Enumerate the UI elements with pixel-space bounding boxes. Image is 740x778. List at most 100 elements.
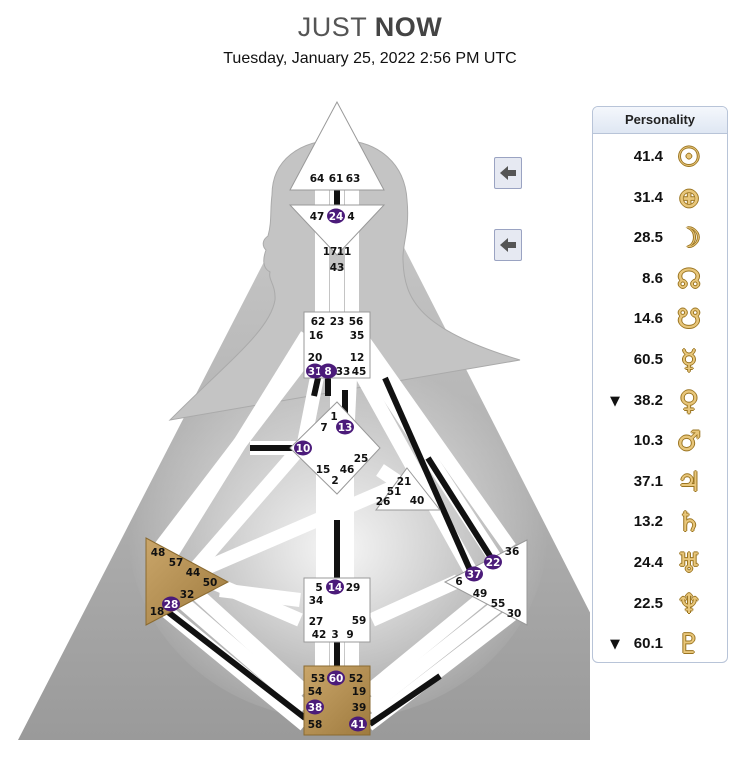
gate: 48 xyxy=(151,547,166,559)
gate-number: 63 xyxy=(346,173,361,185)
gate-highlight xyxy=(336,419,354,435)
gate-number: 20 xyxy=(308,352,323,364)
personality-row: 37.1♃ xyxy=(593,466,727,502)
gate: 9 xyxy=(346,629,353,641)
gate-highlight xyxy=(465,566,483,582)
planet-value: 37.1 xyxy=(633,472,663,490)
personality-back-button[interactable] xyxy=(494,229,522,261)
gate-active: 41 xyxy=(349,716,367,732)
gate-number: 11 xyxy=(337,246,352,258)
gate: 53 xyxy=(311,673,326,685)
gate: 55 xyxy=(491,598,506,610)
gate-number: 43 xyxy=(330,262,345,274)
gate: 21 xyxy=(397,476,412,488)
mercury-icon: ☿ xyxy=(680,345,698,376)
gate-number: 12 xyxy=(350,352,365,364)
gate: 43 xyxy=(330,262,345,274)
gate: 18 xyxy=(150,606,165,618)
gate-number: 22 xyxy=(486,557,501,569)
gate: 6 xyxy=(455,576,462,588)
personality-row: ▼60.1♇ xyxy=(593,628,727,662)
throat-center xyxy=(303,311,371,379)
gate-highlight xyxy=(484,554,502,570)
planet-value: 28.5 xyxy=(633,229,663,247)
gate-number: 14 xyxy=(328,582,343,594)
gate: 62 xyxy=(311,316,326,328)
gate-number: 18 xyxy=(150,606,165,618)
gate-highlight xyxy=(306,363,324,379)
gate-number: 45 xyxy=(352,366,367,378)
gate-active: 38 xyxy=(306,699,324,715)
personality-title: Personality xyxy=(593,107,727,134)
gate: 20 xyxy=(308,352,323,364)
gate-number: 23 xyxy=(330,316,345,328)
gate-active: 37 xyxy=(465,566,483,582)
gate: 1 xyxy=(330,411,337,423)
gate-number: 17 xyxy=(323,246,338,258)
gate: 11 xyxy=(337,246,352,258)
gate-number: 4 xyxy=(347,211,354,223)
gate-number: 44 xyxy=(186,567,201,579)
head-center xyxy=(289,100,385,191)
gate-highlight xyxy=(306,699,324,715)
direction-arrow: ▼ xyxy=(610,637,620,653)
gate-active: 10 xyxy=(294,440,312,456)
planet-value: 31.4 xyxy=(633,188,663,206)
personality-row: ▼38.2♀ xyxy=(593,385,727,421)
gate: 35 xyxy=(350,330,365,342)
personality-row: 8.6☊ xyxy=(593,263,727,299)
personality-row: 60.5☿ xyxy=(593,344,727,380)
gate-number: 15 xyxy=(316,464,331,476)
gate: 42 xyxy=(312,629,327,641)
gate: 40 xyxy=(410,495,425,507)
gate: 51 xyxy=(387,486,402,498)
gate: 3 xyxy=(331,629,338,641)
gate: 4 xyxy=(347,211,354,223)
personality-row: 13.2♄ xyxy=(593,506,727,542)
gate: 30 xyxy=(507,608,522,620)
gate-highlight xyxy=(294,440,312,456)
gate-number: 53 xyxy=(311,673,326,685)
venus-icon: ♀ xyxy=(679,385,699,417)
gate-number: 52 xyxy=(349,673,364,685)
gate-number: 8 xyxy=(324,366,331,378)
gate: 64 xyxy=(310,173,325,185)
gate: 63 xyxy=(346,173,361,185)
gate: 46 xyxy=(340,464,355,476)
gate-active: 31 xyxy=(306,363,324,379)
gate-number: 9 xyxy=(346,629,353,641)
gate-highlight xyxy=(162,596,180,612)
gate: 15 xyxy=(316,464,331,476)
gate-number: 33 xyxy=(336,366,351,378)
south-node-icon: ☋ xyxy=(677,304,701,336)
planet-value: 14.6 xyxy=(633,310,663,328)
gate: 32 xyxy=(180,589,195,601)
gate-number: 37 xyxy=(467,569,482,581)
gate-number: 2 xyxy=(331,475,338,487)
gate-number: 58 xyxy=(308,719,323,731)
planet-value: 13.2 xyxy=(633,513,663,531)
personality-row: 22.5♆ xyxy=(593,588,727,624)
gate-number: 30 xyxy=(507,608,522,620)
personality-row: 10.3♂ xyxy=(593,425,727,461)
design-back-button[interactable] xyxy=(494,157,522,189)
gate-number: 39 xyxy=(352,702,367,714)
gate-number: 59 xyxy=(352,615,367,627)
gate: 50 xyxy=(203,577,218,589)
title-bold: NOW xyxy=(374,12,443,42)
planet-value: 10.3 xyxy=(633,432,663,450)
gate-number: 51 xyxy=(387,486,402,498)
gate-number: 26 xyxy=(376,496,391,508)
gate-number: 64 xyxy=(310,173,325,185)
north-node-icon: ☊ xyxy=(677,263,701,295)
gate-number: 5 xyxy=(315,582,322,594)
gate-number: 25 xyxy=(354,453,369,465)
gate: 2 xyxy=(331,475,338,487)
gate-number: 24 xyxy=(329,211,344,223)
gate: 34 xyxy=(309,595,324,607)
gate-number: 35 xyxy=(350,330,365,342)
gate: 61 xyxy=(329,173,344,185)
gate: 27 xyxy=(309,616,324,628)
gate-number: 7 xyxy=(320,422,327,434)
